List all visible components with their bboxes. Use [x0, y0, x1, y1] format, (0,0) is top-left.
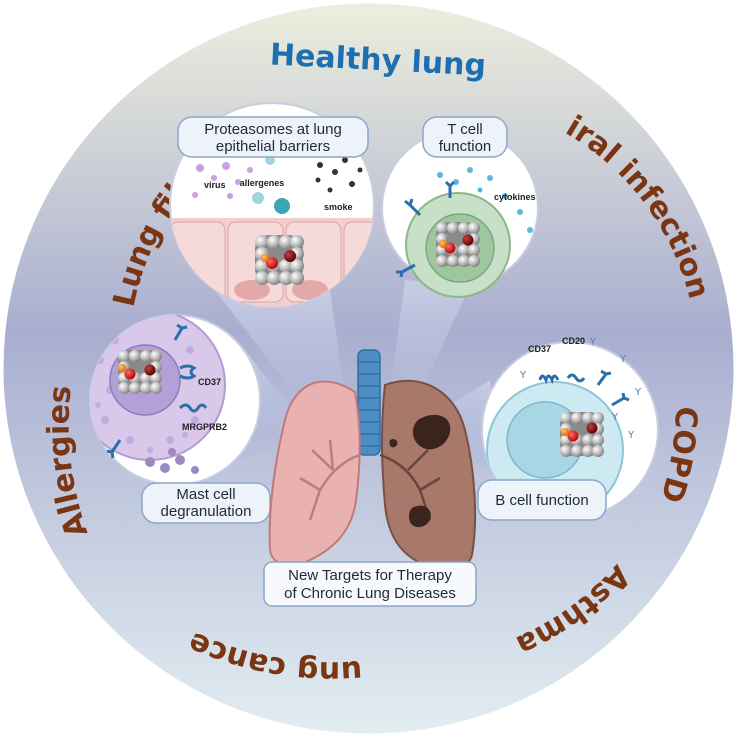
proteasome-mast-icon	[118, 350, 162, 394]
bcell-receptors	[538, 369, 630, 407]
epithelial-label-line1: Proteasomes at lung	[204, 121, 342, 138]
mast-label-line2: degranulation	[161, 503, 252, 520]
svg-text:Y: Y	[611, 412, 619, 423]
lung-lesion-small	[408, 505, 431, 528]
healthy-bronchi	[299, 439, 361, 521]
epithelial-label-line2: epithelial barriers	[216, 138, 330, 155]
tcell-label-box	[422, 116, 508, 158]
tcell-panel: cytokines T cell function	[381, 116, 539, 298]
lung-lesion-large	[412, 414, 451, 450]
epithelial-panel: virus allergenes smoke Proteasomes at lu…	[169, 102, 375, 308]
svg-text:Y: Y	[589, 337, 597, 348]
trachea	[357, 349, 381, 456]
bcell-label-box	[477, 479, 607, 521]
center-label-group: New Targets for Therapy of Chronic Lung …	[263, 561, 477, 607]
center-label-line1: New Targets for Therapy	[288, 567, 452, 584]
center-label-line2: of Chronic Lung Diseases	[284, 585, 456, 602]
proteasome-epithelial-icon	[255, 235, 304, 285]
svg-text:Y: Y	[634, 387, 642, 398]
epithelial-label-box	[177, 116, 369, 158]
mast-label-box	[141, 482, 271, 524]
mast-cd37-label: CD37	[198, 377, 221, 387]
mast-cell-receptors	[106, 323, 208, 459]
antibody-icons: Y Y Y Y Y Y	[519, 337, 642, 441]
bcell-cd37-label: CD37	[528, 344, 551, 354]
tcell-receptors	[396, 180, 456, 278]
diseased-bronchi	[379, 449, 441, 521]
mrgprb2-label: MRGPRB2	[182, 422, 227, 432]
center-label-box	[263, 561, 477, 607]
mast-label-line1: Mast cell	[176, 486, 235, 503]
proteasome-bcell-icon	[560, 412, 604, 457]
cytokines-label: cytokines	[494, 192, 536, 202]
svg-text:Y: Y	[627, 430, 635, 441]
lung-lesion-tiny	[389, 439, 398, 448]
svg-text:Y: Y	[619, 354, 627, 365]
proteasome-tcell-icon	[436, 222, 480, 267]
virus-label: virus	[204, 180, 226, 190]
mast-cell-panel: CD37 MRGPRB2 Mast cell degranulation	[89, 314, 271, 524]
allergenes-label: allergenes	[240, 178, 285, 188]
cd20-label: CD20	[562, 336, 585, 346]
bcell-label: B cell function	[495, 492, 588, 509]
smoke-label: smoke	[324, 202, 353, 212]
tcell-label-line2: function	[439, 138, 492, 155]
tcell-label-line1: T cell	[447, 121, 483, 138]
svg-text:Y: Y	[519, 370, 527, 381]
bcell-panel: Y Y Y Y Y Y CD37 CD20 B cell function	[477, 336, 659, 521]
